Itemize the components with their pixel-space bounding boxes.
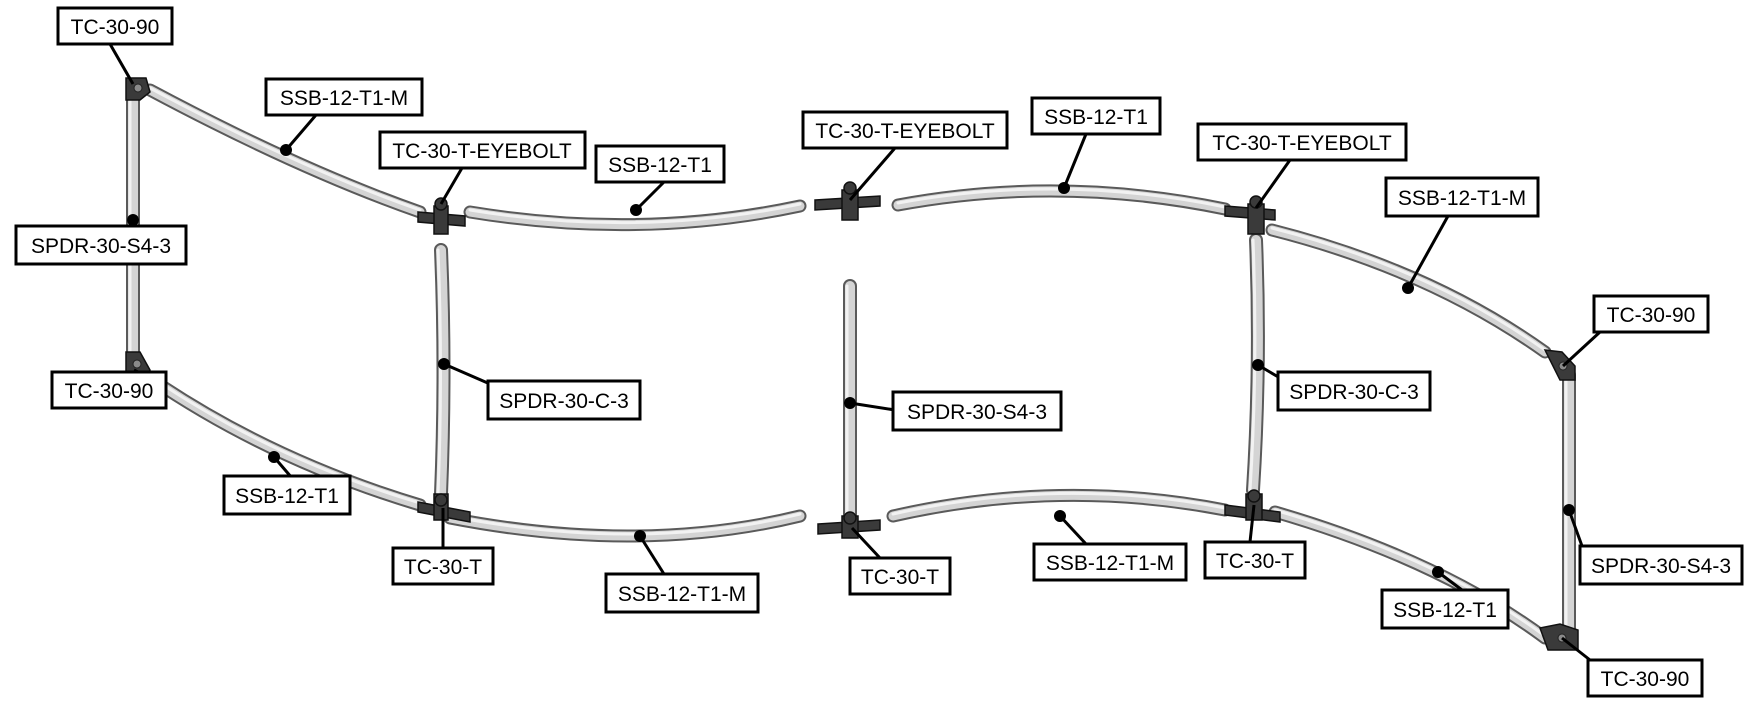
label-ssb-12-t1-m-upper-left: SSB-12-T1-M bbox=[280, 87, 408, 110]
label-tc-30-t-lower-mid: TC-30-T bbox=[861, 566, 939, 589]
label-tc-30-t-eyebolt-right: TC-30-T-EYEBOLT bbox=[1212, 132, 1391, 155]
callout-tc-30-90-mid-right: TC-30-90 bbox=[1561, 294, 1710, 368]
label-spdr-30-c-3-right: SPDR-30-C-3 bbox=[1289, 381, 1419, 404]
label-tc-30-90-top-left: TC-30-90 bbox=[71, 16, 160, 39]
label-tc-30-t-eyebolt-mid: TC-30-T-EYEBOLT bbox=[815, 120, 994, 143]
tube-ssb-t1-lower-left bbox=[143, 371, 427, 512]
callout-tc-30-t-eyebolt-mid: TC-30-T-EYEBOLT bbox=[801, 110, 1009, 201]
label-ssb-12-t1-upper-mid-left: SSB-12-T1 bbox=[608, 154, 712, 177]
fitting-tc-30-90-top-left bbox=[125, 77, 151, 101]
callout-ssb-12-t1-m-upper-left: SSB-12-T1-M bbox=[264, 77, 424, 156]
callout-tc-30-90-top-left: TC-30-90 bbox=[56, 6, 174, 85]
label-spdr-30-c-3-left: SPDR-30-C-3 bbox=[499, 390, 629, 413]
callout-tc-30-t-lower-right: TC-30-T bbox=[1203, 504, 1307, 580]
label-tc-30-t-lower-right: TC-30-T bbox=[1216, 550, 1294, 573]
callout-tc-30-t-eyebolt-left: TC-30-T-EYEBOLT bbox=[378, 130, 587, 205]
fitting-tc-30-t-lower-mid bbox=[817, 511, 881, 539]
label-spdr-30-s4-3-mid: SPDR-30-S4-3 bbox=[907, 401, 1047, 424]
tube-ssb-t1m-lower-mid-left bbox=[443, 509, 807, 543]
callouts: TC-30-90 SSB-12-T1-M TC-30-T-EYEBOLT SSB… bbox=[14, 6, 1744, 698]
label-ssb-12-t1-m-lower-mid-left: SSB-12-T1-M bbox=[618, 583, 746, 606]
tube-ssb-t1m-lower-mid-right bbox=[886, 488, 1232, 523]
callout-ssb-12-t1-m-upper-right: SSB-12-T1-M bbox=[1384, 176, 1540, 294]
callout-ssb-12-t1-upper-mid-right: SSB-12-T1 bbox=[1030, 96, 1162, 194]
label-ssb-12-t1-m-upper-right: SSB-12-T1-M bbox=[1398, 187, 1526, 210]
callout-spdr-30-s4-3-mid: SPDR-30-S4-3 bbox=[844, 390, 1063, 432]
label-ssb-12-t1-m-lower-mid-right: SSB-12-T1-M bbox=[1046, 552, 1174, 575]
callout-tc-30-t-lower-left: TC-30-T bbox=[391, 508, 495, 586]
label-tc-30-90-mid-left: TC-30-90 bbox=[65, 380, 154, 403]
callout-ssb-12-t1-upper-mid-left: SSB-12-T1 bbox=[594, 144, 726, 216]
callout-tc-30-90-mid-left: TC-30-90 bbox=[50, 368, 168, 410]
callout-ssb-12-t1-m-lower-mid-left: SSB-12-T1-M bbox=[604, 530, 760, 614]
callout-ssb-12-t1-m-lower-mid-right: SSB-12-T1-M bbox=[1032, 510, 1188, 582]
tube-ssb-t1m-upper-left bbox=[143, 83, 427, 219]
label-tc-30-t-lower-left: TC-30-T bbox=[404, 556, 482, 579]
callout-tc-30-90-bottom-right: TC-30-90 bbox=[1561, 636, 1704, 698]
label-spdr-30-s4-3-right: SPDR-30-S4-3 bbox=[1591, 555, 1731, 578]
tube-ssb-t1-lower-right bbox=[1268, 505, 1552, 645]
label-spdr-30-s4-3-left: SPDR-30-S4-3 bbox=[31, 235, 171, 258]
callout-spdr-30-s4-3-right: SPDR-30-S4-3 bbox=[1563, 504, 1744, 586]
label-ssb-12-t1-lower-left: SSB-12-T1 bbox=[235, 485, 339, 508]
label-tc-30-t-eyebolt-left: TC-30-T-EYEBOLT bbox=[392, 140, 571, 163]
callout-tc-30-t-lower-mid: TC-30-T bbox=[848, 526, 952, 596]
label-tc-30-90-bottom-right: TC-30-90 bbox=[1601, 668, 1690, 691]
callout-tc-30-t-eyebolt-right: TC-30-T-EYEBOLT bbox=[1196, 122, 1408, 209]
tube-ssb-t1m-upper-right bbox=[1265, 223, 1552, 359]
tube-ssb-t1-upper-mid-left bbox=[463, 199, 807, 232]
callout-spdr-30-c-3-right: SPDR-30-C-3 bbox=[1252, 359, 1432, 412]
label-ssb-12-t1-lower-right: SSB-12-T1 bbox=[1393, 599, 1497, 622]
fitting-tc-30-t-eyebolt-left bbox=[417, 197, 466, 235]
callout-ssb-12-t1-lower-left: SSB-12-T1 bbox=[222, 451, 352, 516]
fitting-tc-30-t-eyebolt-mid bbox=[814, 181, 881, 221]
label-ssb-12-t1-upper-mid-right: SSB-12-T1 bbox=[1044, 106, 1148, 129]
callout-spdr-30-c-3-left: SPDR-30-C-3 bbox=[438, 358, 642, 421]
callout-spdr-30-s4-3-left: SPDR-30-S4-3 bbox=[14, 214, 188, 266]
bow-tubes bbox=[143, 83, 1552, 645]
callout-ssb-12-t1-lower-right: SSB-12-T1 bbox=[1380, 566, 1510, 630]
fitting-tc-30-90-mid-right bbox=[1543, 349, 1576, 381]
strut-spdr-c-left bbox=[434, 243, 451, 501]
label-tc-30-90-mid-right: TC-30-90 bbox=[1607, 304, 1696, 327]
strut-spdr-s4-right bbox=[1562, 368, 1576, 635]
